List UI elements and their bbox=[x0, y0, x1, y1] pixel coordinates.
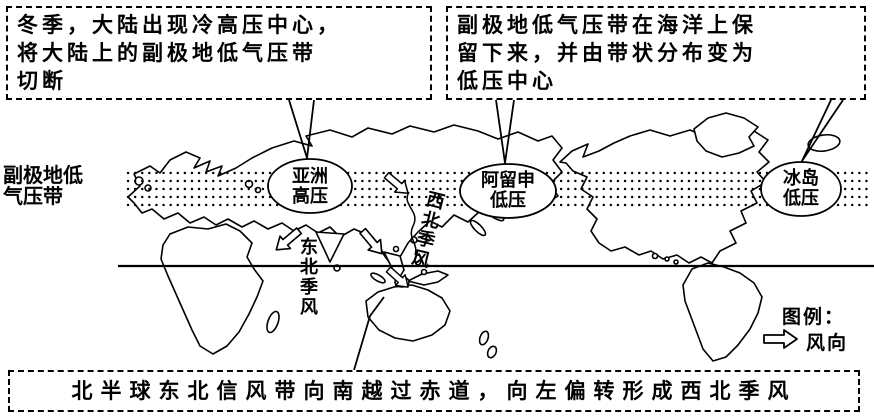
annotation-ocean-low-centers: 副极地低气压带在海洋上保 留下来，并由带状分布变为 低压中心 bbox=[446, 6, 866, 100]
legend-title: 图例： bbox=[782, 307, 846, 328]
asia-high-line: 亚洲 bbox=[292, 166, 328, 186]
aleutian-low-label: 阿留申 低压 bbox=[460, 170, 556, 210]
aleutian-low-line: 阿留申 bbox=[481, 170, 535, 190]
island-sumatra bbox=[370, 272, 386, 284]
pointer-topright-to-aleutian-low bbox=[495, 99, 515, 164]
aleutian-low-ellipse bbox=[459, 163, 557, 219]
asia-high-label: 亚洲 高压 bbox=[270, 166, 350, 206]
continent-south-america bbox=[682, 262, 763, 362]
continent-africa bbox=[160, 223, 264, 355]
island-caribbean-1 bbox=[651, 252, 659, 260]
northeast-monsoon-label: 东北季风 bbox=[300, 237, 318, 317]
annotation-cross-equator: 北半球东北信风带向南越过赤道，向左偏转形成西北季风 bbox=[8, 370, 860, 412]
belt-label-line: 副极地低 bbox=[3, 165, 83, 187]
legend-wind-label: 风向 bbox=[806, 333, 849, 354]
iceland-low-label: 冰岛 低压 bbox=[761, 168, 841, 208]
asia-high-line: 高压 bbox=[292, 186, 328, 206]
continent-australia bbox=[365, 284, 451, 342]
iceland-low-line: 冰岛 bbox=[783, 168, 819, 188]
annotation-line: 低压中心 bbox=[457, 69, 557, 93]
annotation-line: 切断 bbox=[17, 69, 67, 93]
monsoon-flow-squiggle bbox=[406, 191, 417, 256]
island-new-zealand-south bbox=[486, 345, 498, 359]
annotation-line: 副极地低气压带在海洋上保 bbox=[457, 13, 757, 37]
annotation-line: 将大陆上的副极地低气压带 bbox=[17, 41, 317, 65]
island-new-guinea bbox=[407, 270, 449, 286]
island-hainan bbox=[392, 245, 400, 253]
island-mindanao bbox=[420, 268, 428, 276]
peninsula-india bbox=[315, 231, 345, 263]
subpolar-belt-label: 副极地低 气压带 bbox=[3, 166, 111, 208]
iceland-low-line: 低压 bbox=[783, 188, 819, 208]
belt-label-line: 气压带 bbox=[3, 186, 63, 208]
island-caribbean-3 bbox=[673, 259, 679, 265]
island-ireland bbox=[144, 184, 152, 192]
island-japan-2 bbox=[469, 219, 487, 237]
aleutian-low-line: 低压 bbox=[490, 190, 526, 210]
annotation-line: 北半球东北信风带向南越过赤道，向左偏转形成西北季风 bbox=[71, 379, 797, 403]
pointer-topleft-to-asia-high bbox=[288, 99, 315, 159]
island-greenland bbox=[693, 112, 759, 158]
island-iceland bbox=[807, 133, 841, 153]
island-caribbean-2 bbox=[664, 256, 670, 262]
island-madagascar bbox=[266, 310, 280, 334]
island-new-zealand-north bbox=[478, 330, 490, 346]
asia-high-ellipse bbox=[267, 158, 353, 214]
legend-wind-arrow-icon bbox=[763, 329, 798, 349]
annotation-winter-cold-high: 冬季，大陆出现冷高压中心， 将大陆上的副极地低气压带 切断 bbox=[6, 6, 432, 100]
continents bbox=[127, 112, 841, 362]
continent-north-america bbox=[559, 129, 770, 264]
iceland-low-ellipse bbox=[760, 161, 842, 217]
annotation-line: 留下来，并由带状分布变为 bbox=[457, 41, 757, 65]
pointer-topright-to-iceland-low bbox=[801, 99, 844, 162]
annotation-line: 冬季，大陆出现冷高压中心， bbox=[17, 13, 342, 37]
pointer-bottom-to-nw-monsoon bbox=[353, 296, 385, 371]
